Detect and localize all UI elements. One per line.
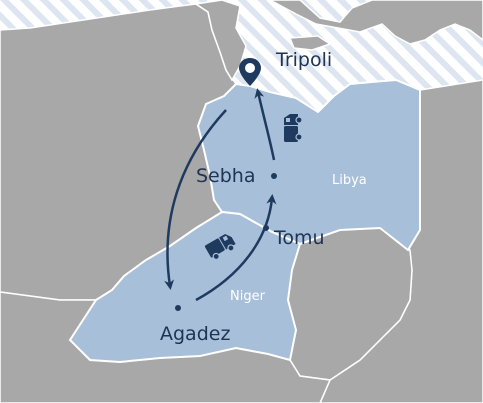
- truck-icon: [284, 114, 303, 142]
- land-tunisia: [193, 0, 247, 82]
- city-label-tomu: Tomu: [273, 227, 325, 249]
- city-dot-sebha: [271, 173, 277, 179]
- city-label-tripoli: Tripoli: [275, 49, 332, 71]
- country-libya: [196, 78, 421, 252]
- land-sicily: [288, 35, 332, 51]
- city-dot-agadez: [175, 305, 181, 311]
- city-label-agadez: Agadez: [160, 323, 230, 345]
- city-dot-tomu: [263, 225, 269, 231]
- route-tripoli-to-agadez: [164, 109, 227, 290]
- route-agadez-to-sebha: [195, 194, 277, 302]
- country-niger: [68, 210, 302, 364]
- country-label-libya: Libya: [332, 173, 367, 188]
- route-sebha-to-tripoli: [254, 88, 276, 161]
- city-label-sebha: Sebha: [196, 165, 256, 187]
- map-pin-icon: [239, 58, 261, 86]
- truck-icon: [204, 233, 236, 261]
- country-label-niger: Niger: [230, 289, 266, 304]
- land-europe: [269, 0, 483, 45]
